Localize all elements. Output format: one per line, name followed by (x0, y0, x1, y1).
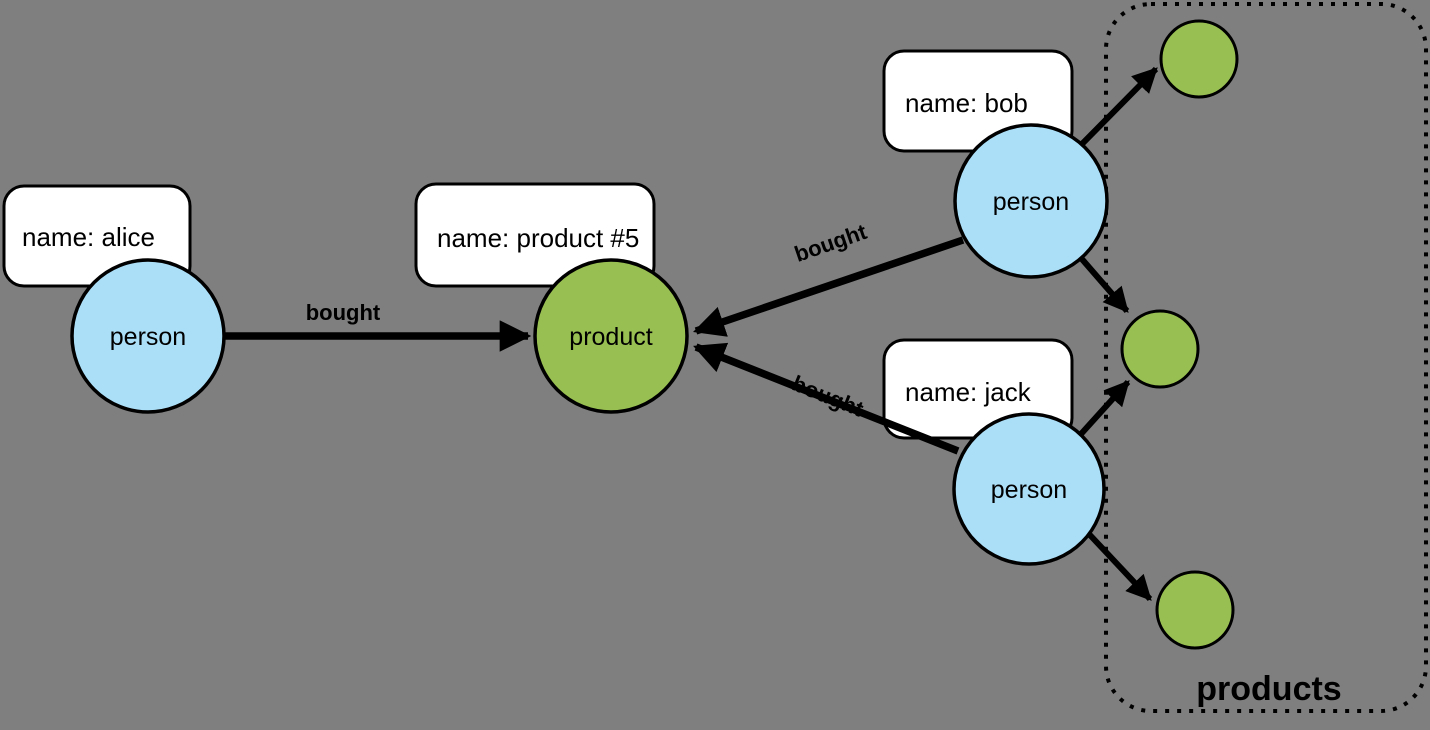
alice-person-node (70, 258, 226, 414)
alice-person-node-label: person (110, 323, 186, 351)
edge-bob-product-middle (1078, 256, 1130, 313)
edge-bob-bought-product (693, 236, 965, 337)
bob-person-node (953, 123, 1109, 279)
jack-person-node (952, 412, 1106, 566)
mini-product-node-top (1159, 19, 1239, 99)
bob-property-label: name: bob (905, 88, 1028, 118)
edge-bob-product-top (1077, 66, 1159, 149)
edge-alice-bought-label: bought (306, 300, 381, 325)
mini-product-node-bottom (1155, 570, 1235, 650)
jack-property-label: name: jack (905, 377, 1032, 407)
products-group-label: products (1196, 670, 1341, 708)
edge-jack-product-middle (1078, 379, 1131, 437)
edge-jack-product-bottom (1086, 531, 1153, 602)
product-property-label: name: product #5 (437, 223, 639, 253)
mini-product-node-middle (1120, 309, 1200, 389)
products-group-outline (1104, 2, 1428, 713)
edge-jack-bought-product (693, 342, 960, 455)
jack-person-node-label: person (991, 476, 1067, 504)
product-node-label: product (569, 323, 652, 351)
bob-person-node-label: person (993, 188, 1069, 216)
alice-property-label: name: alice (22, 222, 155, 252)
product-node (533, 258, 689, 414)
